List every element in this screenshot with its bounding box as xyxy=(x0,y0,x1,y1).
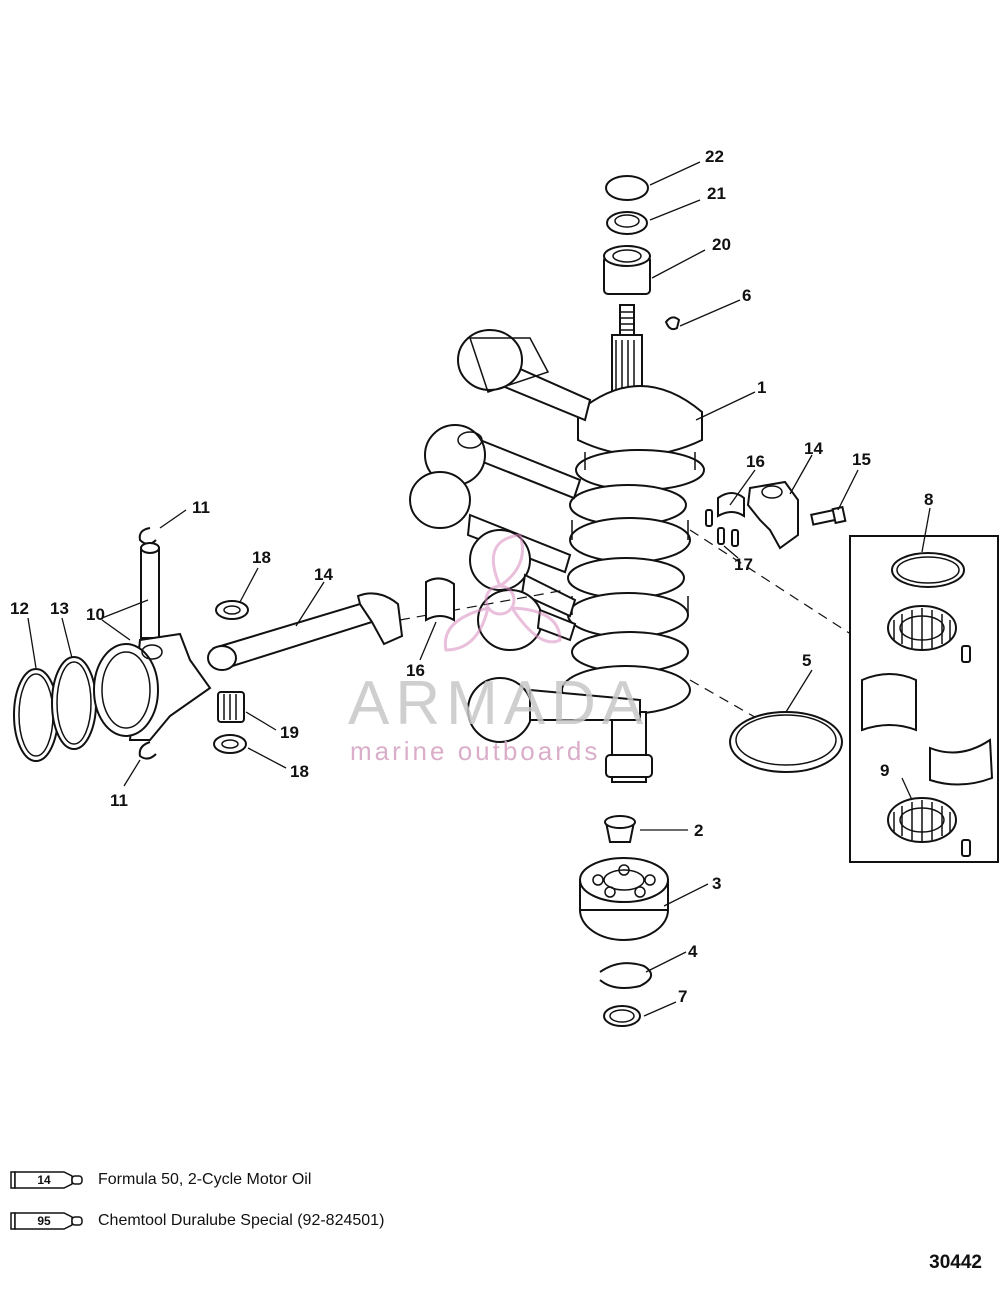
callout-13: 13 xyxy=(50,599,69,618)
callout-4: 4 xyxy=(688,942,698,961)
part-10-piston-pin xyxy=(140,542,160,639)
part-10-piston xyxy=(93,632,212,741)
callout-12: 12 xyxy=(10,599,29,618)
lubricant-description: Chemtool Duralube Special (92-824501) xyxy=(98,1212,385,1229)
callout-11-top: 11 xyxy=(192,498,210,517)
watermark-subtitle: marine outboards xyxy=(350,736,601,766)
part-7-washer xyxy=(603,1005,641,1027)
callout-22: 22 xyxy=(705,147,724,166)
callout-2: 2 xyxy=(694,821,703,840)
callout-3: 3 xyxy=(712,874,721,893)
part-12-piston-ring xyxy=(13,668,59,762)
piston-rod-assembly-mid-2 xyxy=(469,529,577,618)
callout-17: 17 xyxy=(734,555,753,574)
callout-18-top: 18 xyxy=(252,548,271,567)
part-1-crankshaft xyxy=(561,304,705,783)
watermark-propeller-logo xyxy=(443,533,562,652)
part-16-bearing-cage-left xyxy=(425,577,455,622)
part-8-retaining-ring xyxy=(891,552,965,588)
piston-rod-assembly-upper-1 xyxy=(457,329,592,422)
needle-bearing-upper xyxy=(887,605,971,663)
callout-14-right: 14 xyxy=(804,439,823,458)
callout-16-right: 16 xyxy=(746,452,765,471)
callout-8: 8 xyxy=(924,490,933,509)
lubricant-description: Formula 50, 2-Cycle Motor Oil xyxy=(98,1171,312,1188)
bearing-race-half-lower xyxy=(929,738,994,786)
lubricant-code: 14 xyxy=(37,1173,51,1187)
callout-10: 10 xyxy=(86,605,105,624)
part-21-ring xyxy=(606,211,648,235)
alignment-line-cap xyxy=(689,529,861,641)
lubricant-tube-icon: 95 xyxy=(10,1211,84,1231)
callout-9: 9 xyxy=(880,761,889,780)
callout-14-left: 14 xyxy=(314,565,333,584)
part-5-seal-ring xyxy=(729,711,843,773)
part-14-rod-cap xyxy=(746,480,799,550)
part-19-needle-bearing xyxy=(217,691,245,723)
part-11-retaining-clip-top xyxy=(138,527,157,545)
legend-row-formula-50: 14 Formula 50, 2-Cycle Motor Oil xyxy=(10,1167,311,1193)
watermark-title: ARMADA xyxy=(348,669,650,738)
part-17-bearing-rollers xyxy=(705,509,739,547)
piston-rod-assembly-upper-2 xyxy=(424,424,582,500)
part-2-bushing xyxy=(604,815,636,843)
lubricant-tube-icon: 14 xyxy=(10,1170,84,1190)
callout-19: 19 xyxy=(280,723,299,742)
part-18-thrust-washer-top xyxy=(215,600,249,620)
part-13-piston-ring xyxy=(51,656,97,750)
figure-number: 30442 xyxy=(929,1252,982,1273)
bearing-race-half-upper xyxy=(861,673,917,732)
alignment-line-rod xyxy=(399,589,566,621)
part-15-rod-bolt xyxy=(810,505,847,526)
part-14-connecting-rod xyxy=(207,592,404,671)
callout-1: 1 xyxy=(757,378,766,397)
callout-5: 5 xyxy=(802,651,811,670)
part-18-thrust-washer-bottom xyxy=(213,734,247,754)
part-20-bearing xyxy=(603,245,651,295)
lubricant-code: 95 xyxy=(37,1214,51,1228)
part-22-seal xyxy=(605,175,649,201)
legend-row-chemtool: 95 Chemtool Duralube Special (92-824501) xyxy=(10,1208,384,1234)
callout-18-bottom: 18 xyxy=(290,762,309,781)
callout-6: 6 xyxy=(742,286,751,305)
callout-11-bottom: 11 xyxy=(110,791,128,810)
piston-rod-assembly-lower-2 xyxy=(467,677,641,743)
callout-20: 20 xyxy=(712,235,731,254)
callout-21: 21 xyxy=(707,184,726,203)
part-11-retaining-clip-bottom xyxy=(138,741,157,760)
callout-7: 7 xyxy=(678,987,687,1006)
callout-16-left: 16 xyxy=(406,661,425,680)
part-9-needle-bearing xyxy=(887,797,971,857)
part-3-ball-bearing xyxy=(579,857,669,941)
part-6-key xyxy=(664,316,681,331)
part-4-snap-ring xyxy=(599,962,652,989)
alignment-line-ring xyxy=(689,679,761,721)
callout-15: 15 xyxy=(852,450,871,469)
